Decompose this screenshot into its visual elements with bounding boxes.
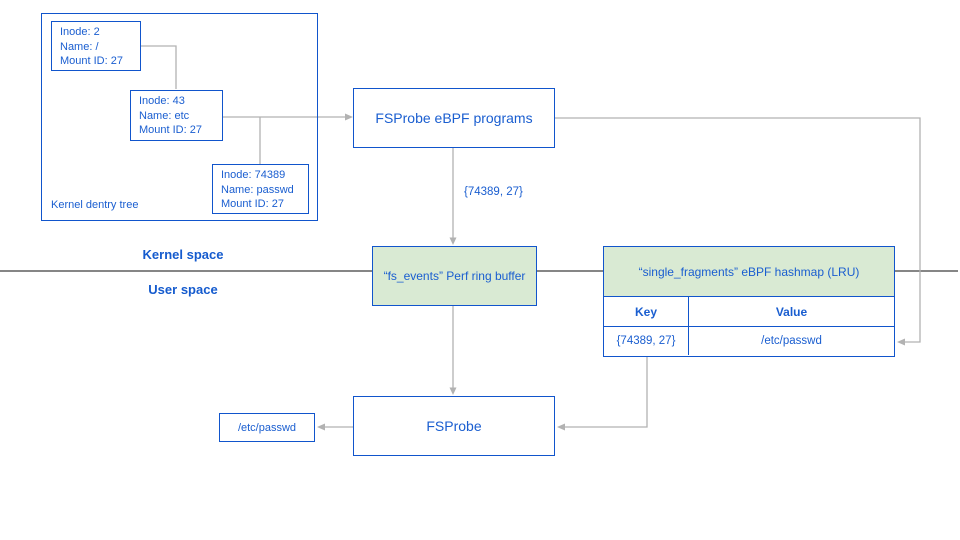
- arrowhead-into-ebpf: [345, 113, 353, 121]
- dentry-node-root-mount: Mount ID: 27: [60, 55, 123, 67]
- hashmap-column-key: Key: [604, 297, 689, 326]
- hashmap-table: “single_fragments” eBPF hashmap (LRU) Ke…: [603, 246, 895, 357]
- event-edge-label: {74389, 27}: [464, 186, 523, 198]
- dentry-node-root-name: Name: /: [60, 40, 99, 53]
- arrowhead-into-fsprobe-right: [557, 423, 565, 431]
- arrowhead-into-output: [317, 423, 325, 431]
- dentry-node-etc-mount: Mount ID: 27: [139, 124, 202, 136]
- dentry-node-root-inode: Inode: 2: [60, 26, 100, 38]
- arrowhead-into-hashmap: [897, 338, 905, 346]
- kernel-dentry-tree-label: Kernel dentry tree: [51, 199, 139, 211]
- hashmap-cell-value: /etc/passwd: [761, 335, 822, 347]
- connector-ebpf-to-hashmap: [555, 117, 921, 343]
- dentry-node-etc-inode: Inode: 43: [139, 95, 185, 107]
- arrowhead-into-fsprobe-top: [449, 387, 457, 395]
- output-path-box: /etc/passwd: [219, 413, 315, 442]
- dentry-node-root: Inode: 2 Name: / Mount ID: 27: [51, 21, 141, 71]
- hashmap-data-row: {74389, 27} /etc/passwd: [604, 327, 894, 355]
- dentry-node-passwd-inode: Inode: 74389: [221, 169, 286, 181]
- dentry-node-passwd: Inode: 74389 Name: passwd Mount ID: 27: [212, 164, 309, 214]
- dentry-node-etc: Inode: 43 Name: etc Mount ID: 27: [130, 90, 223, 141]
- fsprobe-box: FSProbe: [353, 396, 555, 456]
- fsprobe-label: FSProbe: [426, 418, 482, 434]
- output-path-label: /etc/passwd: [237, 421, 297, 434]
- dentry-node-passwd-mount: Mount ID: 27: [221, 198, 284, 210]
- ebpf-programs-box: FSProbe eBPF programs: [353, 88, 555, 148]
- ebpf-programs-label: FSProbe eBPF programs: [375, 110, 533, 126]
- connector-hashmap-to-fsprobe: [565, 357, 648, 428]
- hashmap-header-row: Key Value: [604, 297, 894, 327]
- dentry-node-passwd-name: Name: passwd: [221, 183, 294, 196]
- hashmap-title: “single_fragments” eBPF hashmap (LRU): [604, 247, 894, 297]
- user-space-label: User space: [148, 282, 218, 297]
- perf-ring-buffer-box: “fs_events” Perf ring buffer: [372, 246, 537, 306]
- connector-root-to-etc: [141, 45, 177, 89]
- arrowhead-into-ringbuffer: [449, 237, 457, 245]
- kernel-space-label: Kernel space: [142, 247, 224, 262]
- dentry-node-etc-name: Name: etc: [139, 109, 190, 122]
- kernel-dentry-tree-box: [41, 13, 318, 221]
- perf-ring-buffer-label: “fs_events” Perf ring buffer: [383, 269, 526, 283]
- hashmap-cell-key: {74389, 27}: [604, 327, 689, 355]
- hashmap-column-value: Value: [775, 304, 808, 319]
